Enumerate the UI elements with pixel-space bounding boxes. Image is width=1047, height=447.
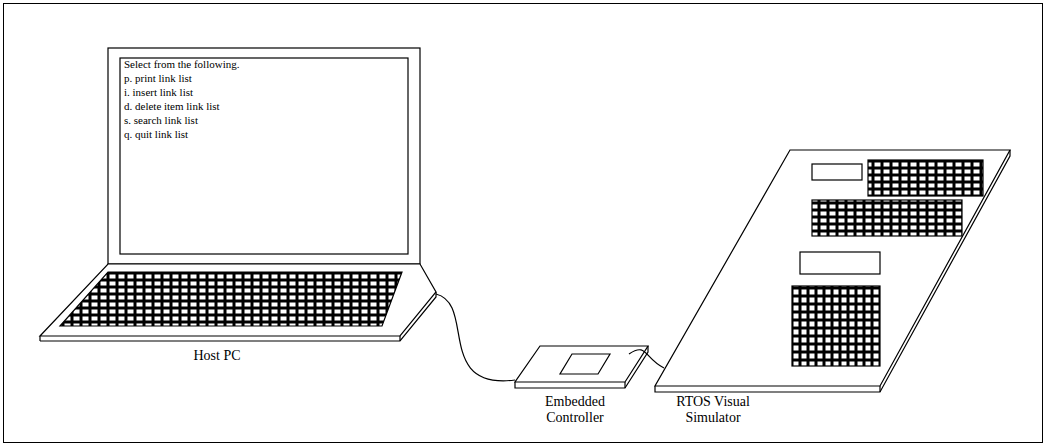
menu-item: p. print link list xyxy=(124,72,192,85)
cable xyxy=(436,294,515,381)
chip xyxy=(560,354,610,374)
laptop-base xyxy=(40,264,436,336)
laptop-screen xyxy=(120,58,408,254)
board-edge xyxy=(624,382,625,388)
host-pc: Select from the following.p. print link … xyxy=(40,44,440,380)
menu-item: s. search link list xyxy=(124,114,198,127)
simulator-board xyxy=(655,150,1010,392)
device-label: Host PC xyxy=(162,348,272,364)
device-label: Embedded Controller xyxy=(535,394,615,426)
menu-item: i. insert link list xyxy=(124,86,193,99)
cable-line xyxy=(436,294,515,381)
board-top xyxy=(515,346,648,382)
keyboard xyxy=(60,272,402,326)
laptop xyxy=(40,48,436,341)
menu-item: d. delete item link list xyxy=(124,100,220,113)
rtos-visual-simulator: RTOS Visual Simulator xyxy=(650,140,1020,430)
board-edge xyxy=(655,150,1010,392)
display-panel xyxy=(800,252,880,274)
board-top xyxy=(655,150,1010,386)
laptop-base-edge xyxy=(39,336,40,341)
device-label: RTOS Visual Simulator xyxy=(668,394,758,426)
laptop-lid xyxy=(108,48,420,264)
embedded-controller: Embedded Controller xyxy=(505,330,635,430)
controller-board xyxy=(515,346,648,388)
switch-bank xyxy=(868,160,983,196)
keypad xyxy=(792,286,880,366)
laptop-base-edge xyxy=(399,336,400,341)
frame xyxy=(4,4,1043,443)
switch-bank xyxy=(812,200,962,236)
cable-line xyxy=(629,350,664,368)
board-edge xyxy=(879,386,880,392)
menu-item: q. quit link list xyxy=(124,128,188,141)
display-outline xyxy=(812,164,862,180)
cable xyxy=(629,350,664,368)
board-edge xyxy=(515,346,648,388)
menu-heading: Select from the following. xyxy=(124,58,239,71)
